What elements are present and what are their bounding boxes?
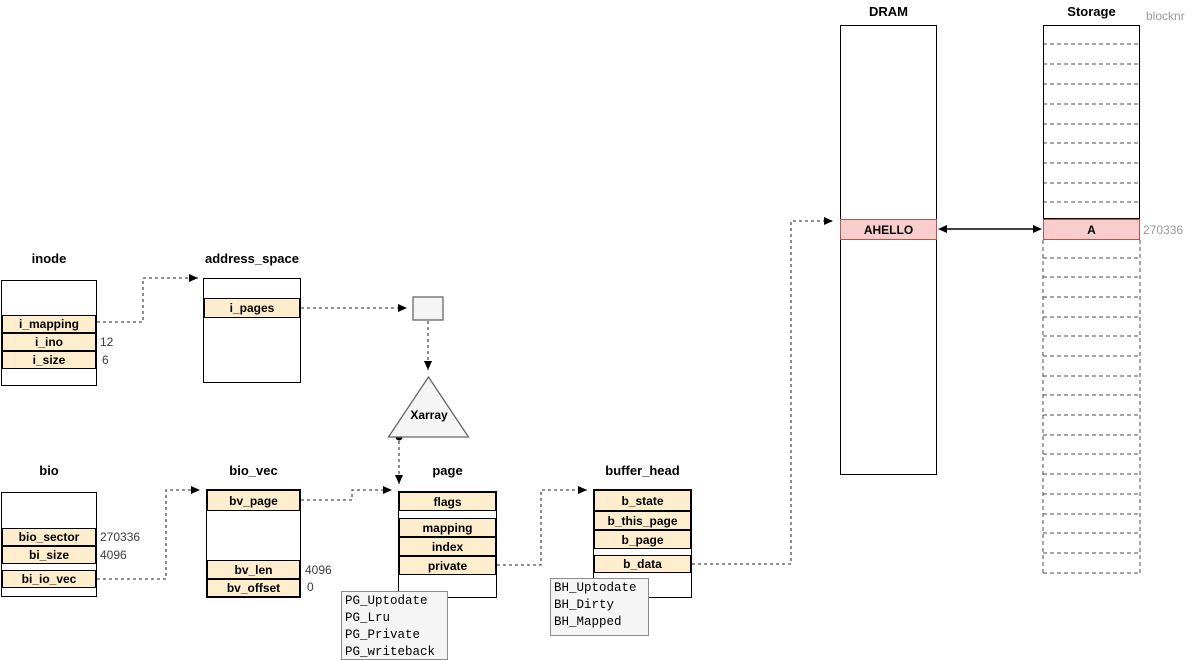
inode-title: inode [31, 251, 67, 266]
field-label: bv_len [234, 562, 273, 577]
field-label: i_size [32, 353, 66, 367]
field-row-bi-io-vec: bi_io_vec [2, 570, 96, 588]
field-row-i-pages: i_pages [204, 298, 300, 318]
field-label: b_state [621, 493, 664, 508]
value-bv-offset: 0 [307, 580, 314, 594]
field-label: b_page [621, 532, 664, 547]
bh-flag: BH_Uptodate [554, 581, 637, 595]
field-row-i-mapping: i_mapping [2, 315, 96, 333]
field-row-flags: flags [399, 492, 496, 511]
value-i-ino: 12 [100, 335, 114, 349]
buffer-head-title: buffer_head [605, 463, 680, 478]
storage-box-top [1043, 25, 1140, 219]
field-row-b-data: b_data [594, 555, 691, 573]
bio-title: bio [39, 463, 59, 478]
page-title: page [432, 463, 463, 478]
field-label: bio_sector [18, 530, 80, 544]
field-label: i_mapping [18, 317, 79, 331]
dram-block-ahello: AHELLO [840, 219, 937, 240]
field-label: i_ino [34, 335, 63, 349]
field-row-i-size: i_size [2, 351, 96, 369]
bio-vec-struct: bv_page bv_len bv_offset [206, 489, 301, 598]
field-row-index: index [399, 537, 496, 556]
field-label: bv_page [229, 493, 278, 508]
field-row-bv-offset: bv_offset [207, 579, 300, 597]
field-row-private: private [399, 556, 496, 575]
pg-flag: PG_Uptodate [345, 594, 428, 608]
arrow-bv-page-to-page [301, 486, 392, 501]
value-i-size: 6 [102, 353, 109, 367]
bh-flag: BH_Dirty [554, 598, 615, 612]
dram-title: DRAM [869, 4, 908, 19]
bh-flags-note: BH_Uptodate BH_Dirty BH_Mapped [550, 578, 649, 636]
pg-flag: PG_Private [345, 628, 421, 642]
blocknr-axis-label: blocknr [1146, 9, 1185, 23]
address-space-title: address_space [205, 251, 299, 266]
field-row-b-page: b_page [594, 530, 691, 549]
field-row-bv-page: bv_page [207, 490, 300, 511]
field-row-mapping: mapping [399, 518, 496, 537]
pg-flags-note: PG_Uptodate PG_Lru PG_Private PG_writeba… [341, 591, 448, 660]
xarray-label: Xarray [410, 408, 448, 422]
arrow-bi-io-vec-to-bio-vec [97, 486, 200, 580]
bio-struct: bio_sector bi_size bi_io_vec [1, 492, 97, 597]
value-bi-size: 4096 [100, 548, 127, 562]
field-row-i-ino: i_ino [2, 333, 96, 351]
field-label: bi_io_vec [21, 572, 77, 586]
field-label: bv_offset [226, 581, 281, 595]
storage-lower-outline [1042, 240, 1141, 574]
dram-storage-transfer-arrow [938, 225, 1042, 233]
page-struct: flags mapping index private [398, 491, 497, 598]
field-label: flags [433, 494, 462, 509]
field-label: index [431, 539, 464, 554]
value-bio-sector: 270336 [100, 530, 141, 544]
field-row-bv-len: bv_len [207, 560, 300, 579]
field-row-b-this-page: b_this_page [594, 511, 691, 530]
bh-flag: BH_Mapped [554, 615, 622, 629]
pg-flag: PG_Lru [345, 611, 391, 625]
dram-box [840, 25, 937, 475]
storage-row-separators-bottom [1043, 257, 1140, 554]
address-space-struct: i_pages [203, 278, 301, 383]
value-bv-len: 4096 [305, 562, 332, 577]
storage-title: Storage [1067, 4, 1116, 19]
pg-flag: PG_writeback [345, 645, 436, 659]
field-row-bi-size: bi_size [2, 546, 96, 564]
field-row-bio-sector: bio_sector [2, 528, 96, 546]
arrow-i-mapping-to-address-space [97, 274, 198, 323]
xarray-triangle [387, 375, 470, 438]
field-label: b_data [623, 557, 662, 571]
xarray-slot-square [412, 296, 444, 321]
inode-struct: i_mapping i_ino i_size [1, 280, 97, 386]
storage-block-a: A [1043, 219, 1140, 240]
field-label: private [427, 558, 468, 573]
field-label: mapping [422, 520, 473, 535]
bio-vec-title: bio_vec [229, 463, 278, 478]
field-label: b_this_page [607, 513, 678, 528]
storage-block-number: 270336 [1143, 222, 1184, 237]
arrow-private-to-buffer-head [497, 486, 587, 566]
arrow-b-data-to-dram [692, 217, 833, 565]
field-label: i_pages [229, 301, 275, 315]
field-label: bi_size [28, 548, 70, 562]
field-row-b-state: b_state [594, 490, 691, 511]
